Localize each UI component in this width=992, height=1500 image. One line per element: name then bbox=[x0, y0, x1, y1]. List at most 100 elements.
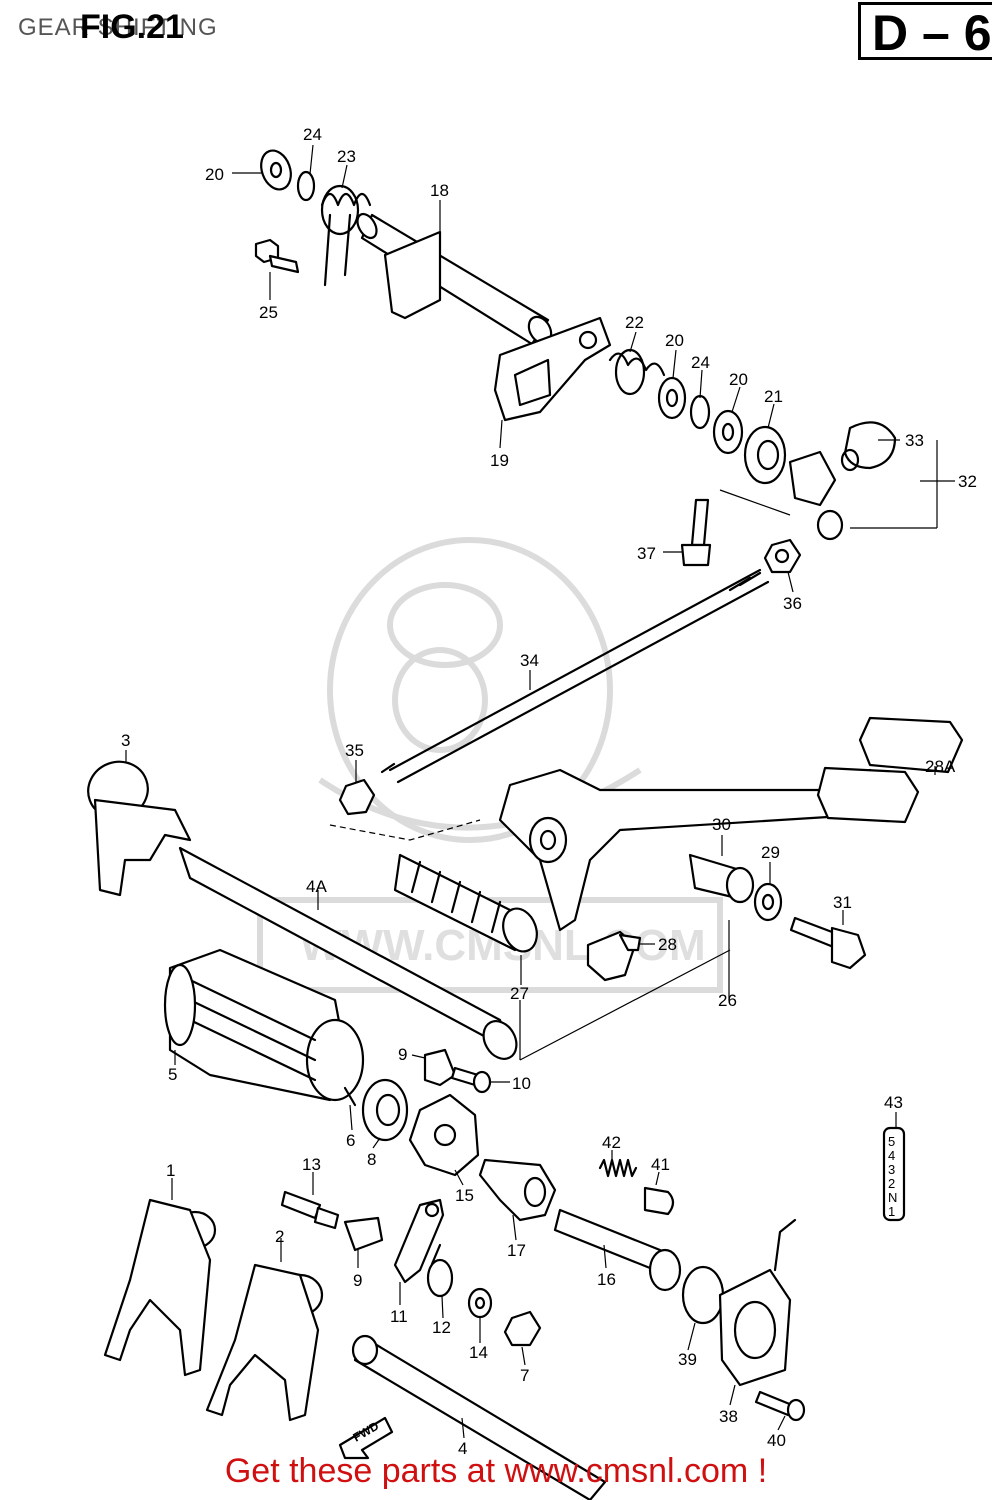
callout-37: 37 bbox=[637, 544, 656, 563]
return-spring-23 bbox=[320, 184, 372, 287]
shift-fork-1 bbox=[103, 1198, 217, 1377]
callout-9a: 9 bbox=[398, 1045, 407, 1064]
pedal-rubber-27 bbox=[393, 853, 538, 953]
page-code: D – 6 bbox=[872, 5, 992, 61]
fork-shaft-4A bbox=[178, 846, 518, 1060]
callout-21: 21 bbox=[764, 387, 783, 406]
washer-20-upper bbox=[260, 149, 292, 191]
pedal-rubber-28A bbox=[816, 716, 964, 824]
callout-25: 25 bbox=[259, 303, 278, 322]
washer-29 bbox=[753, 882, 783, 922]
stopper-17 bbox=[478, 1158, 557, 1222]
gear-label-1: 1 bbox=[888, 1204, 895, 1219]
shift-fork-2 bbox=[205, 1263, 324, 1422]
washer-20-mid bbox=[657, 376, 687, 420]
callout-32: 32 bbox=[958, 472, 977, 491]
callout-28: 28 bbox=[658, 935, 677, 954]
callout-18: 18 bbox=[430, 181, 449, 200]
callout-13: 13 bbox=[302, 1155, 321, 1174]
shift-shaft-18 bbox=[356, 212, 553, 346]
callout-42: 42 bbox=[602, 1133, 621, 1152]
gear-indicator-43: 5 4 3 2 N 1 bbox=[882, 1126, 906, 1222]
pin-28 bbox=[586, 930, 642, 982]
callout-26: 26 bbox=[718, 991, 737, 1010]
washer-14 bbox=[467, 1287, 493, 1319]
callout-19: 19 bbox=[490, 451, 509, 470]
spacer-30 bbox=[688, 853, 755, 904]
gear-label-n: N bbox=[888, 1190, 897, 1205]
callout-20c: 20 bbox=[729, 370, 748, 389]
circlip-24-mid bbox=[689, 394, 711, 430]
callout-12: 12 bbox=[432, 1318, 451, 1337]
callout-9b: 9 bbox=[353, 1271, 362, 1290]
callout-11: 11 bbox=[390, 1307, 408, 1326]
callout-38: 38 bbox=[719, 1407, 738, 1426]
bolt-37 bbox=[680, 498, 712, 567]
callout-10: 10 bbox=[512, 1074, 531, 1093]
washer-20-lower bbox=[712, 409, 744, 455]
callout-41: 41 bbox=[651, 1155, 670, 1174]
o-ring-39 bbox=[681, 1265, 725, 1325]
nut-35 bbox=[338, 778, 376, 816]
stopper-9-lower bbox=[343, 1216, 384, 1252]
callout-43: 43 bbox=[884, 1093, 903, 1112]
rod-end-32 bbox=[788, 450, 844, 541]
callout-1: 1 bbox=[166, 1161, 175, 1180]
bearing-8 bbox=[361, 1078, 409, 1142]
callout-15: 15 bbox=[455, 1186, 474, 1205]
nut-7 bbox=[503, 1310, 542, 1347]
callout-8: 8 bbox=[367, 1150, 376, 1169]
shift-drum-5 bbox=[163, 948, 365, 1102]
oil-seal-21 bbox=[743, 425, 787, 485]
leader-lines bbox=[125, 144, 955, 1439]
stopper-arm-11 bbox=[393, 1198, 445, 1284]
bolt-25 bbox=[254, 238, 300, 274]
shift-fork-3 bbox=[87, 760, 192, 897]
diagram-title: GEAR SHIFTING bbox=[18, 14, 218, 41]
callout-34: 34 bbox=[520, 651, 539, 670]
stopper-9-upper bbox=[423, 1048, 457, 1087]
callout-33: 33 bbox=[905, 431, 924, 450]
figure-number: FIG.21 bbox=[80, 8, 184, 46]
gear-label-5: 5 bbox=[888, 1134, 895, 1149]
callout-24a: 24 bbox=[303, 125, 322, 144]
plunger-41 bbox=[643, 1186, 675, 1216]
callout-39: 39 bbox=[678, 1350, 697, 1369]
nut-36 bbox=[763, 538, 802, 574]
watermark-logo: WWW.CMSNL.COM bbox=[257, 537, 723, 993]
callout-40: 40 bbox=[767, 1431, 786, 1450]
callout-2: 2 bbox=[275, 1227, 284, 1246]
pin-6 bbox=[343, 1086, 357, 1107]
circlip-24-upper bbox=[296, 170, 316, 202]
callout-28A: 28A bbox=[925, 757, 956, 776]
bolt-13 bbox=[280, 1190, 340, 1230]
callout-4: 4 bbox=[458, 1439, 467, 1458]
gear-label-2: 2 bbox=[888, 1176, 895, 1191]
shift-rod-34 bbox=[380, 568, 770, 784]
gear-label-3: 3 bbox=[888, 1162, 895, 1177]
callout-31: 31 bbox=[833, 893, 852, 912]
fork-shaft-4 bbox=[351, 1334, 607, 1500]
callout-30: 30 bbox=[712, 815, 731, 834]
bolt-16 bbox=[553, 1208, 682, 1292]
gear-position-switch-38 bbox=[718, 1218, 797, 1387]
bolt-31 bbox=[789, 916, 867, 970]
shift-arm-19 bbox=[493, 316, 612, 422]
gear-label-4: 4 bbox=[888, 1148, 895, 1163]
cam-plate-15 bbox=[408, 1093, 480, 1177]
callout-20a: 20 bbox=[205, 165, 224, 184]
callout-labels: 20 24 23 18 25 22 20 24 20 21 33 32 19 3… bbox=[121, 125, 977, 1458]
callout-22: 22 bbox=[625, 313, 644, 332]
callout-29: 29 bbox=[761, 843, 780, 862]
joint-boot-33 bbox=[840, 421, 897, 472]
cmsnl-link[interactable]: Get these parts at www.cmsnl.com ! bbox=[224, 1452, 768, 1490]
callout-7: 7 bbox=[520, 1366, 529, 1385]
callout-20b: 20 bbox=[665, 331, 684, 350]
bolt-10 bbox=[450, 1066, 492, 1094]
spring-22 bbox=[608, 348, 666, 396]
screw-40 bbox=[754, 1390, 806, 1422]
callout-14: 14 bbox=[469, 1343, 488, 1362]
callout-6: 6 bbox=[346, 1131, 355, 1150]
callout-27: 27 bbox=[510, 984, 529, 1003]
callout-16: 16 bbox=[597, 1270, 616, 1289]
